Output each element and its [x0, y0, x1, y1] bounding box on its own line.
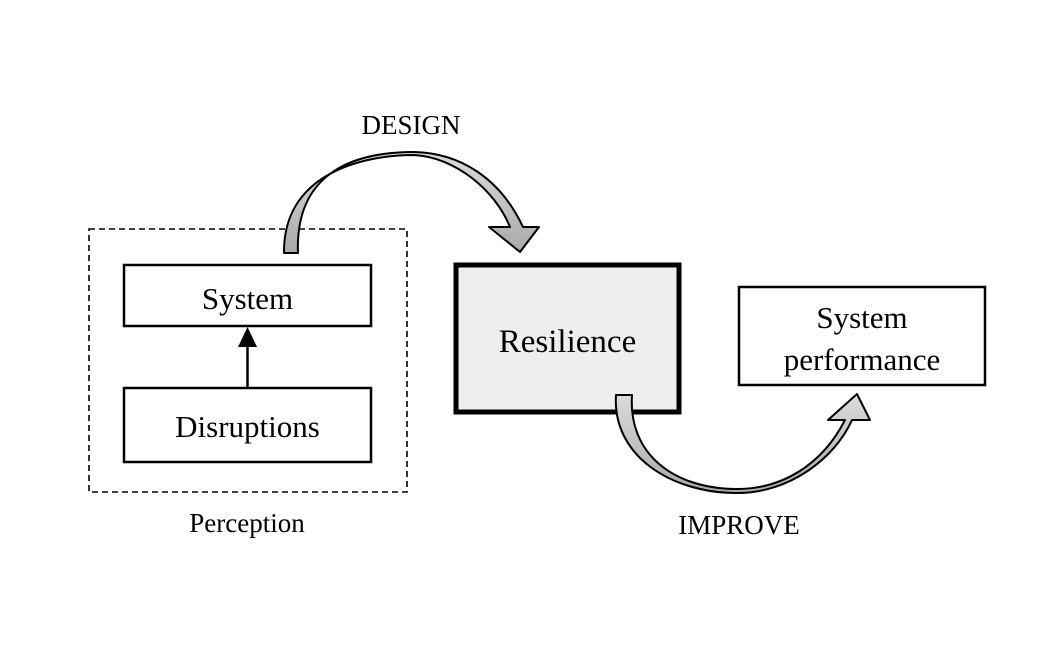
system-box: System: [122, 263, 373, 328]
improve-label: IMPROVE: [678, 510, 800, 540]
perception-label: Perception: [189, 508, 305, 538]
system-performance-label-line2: performance: [784, 342, 941, 377]
resilience-box: Resilience: [453, 262, 682, 415]
improve-arrow: [614, 393, 871, 494]
resilience-box-label: Resilience: [499, 324, 636, 360]
disruptions-box-label: Disruptions: [175, 409, 320, 444]
system-box-label: System: [202, 281, 293, 316]
perception-group: [88, 228, 408, 493]
disruptions-box: Disruptions: [122, 386, 373, 464]
disruptions-to-system-arrow: [238, 327, 257, 388]
design-arrow: [282, 151, 540, 254]
system-performance-box: System performance: [737, 285, 987, 387]
system-performance-label-line1: System: [816, 300, 907, 335]
design-label: DESIGN: [362, 110, 461, 140]
